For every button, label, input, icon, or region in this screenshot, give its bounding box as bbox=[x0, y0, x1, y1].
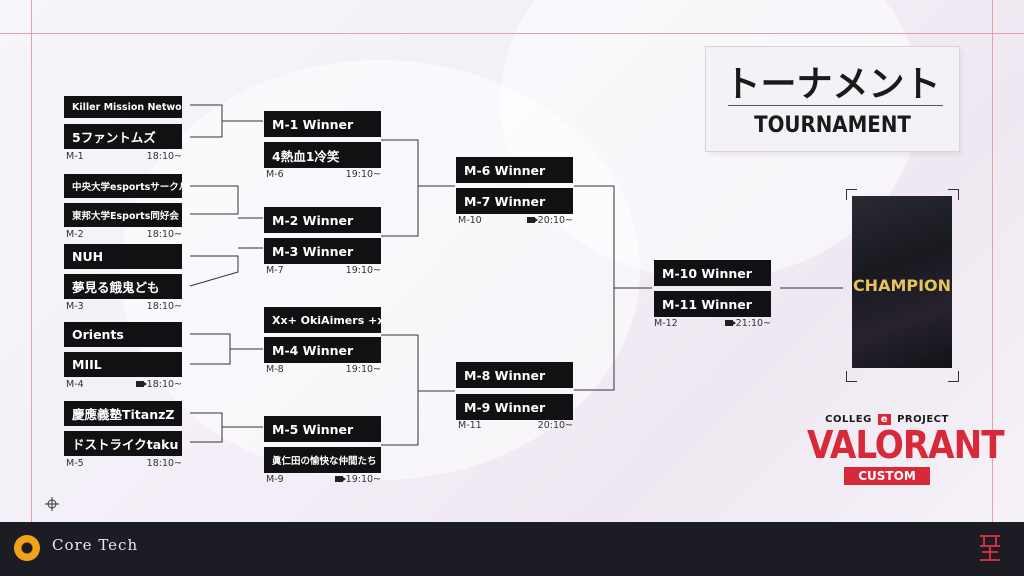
team-slot: M-11 Winner bbox=[654, 291, 771, 317]
match-id: M-7 bbox=[266, 265, 284, 276]
team-slot: Orients bbox=[64, 322, 182, 347]
camera-icon bbox=[334, 476, 346, 482]
match-time-text: 20:10~ bbox=[537, 215, 573, 226]
match-time: 20:10~ bbox=[506, 215, 573, 226]
college-project-label: COLLEG e PROJECT bbox=[807, 414, 967, 425]
team-slot: M-8 Winner bbox=[456, 362, 573, 388]
match-id: M-3 bbox=[66, 301, 84, 312]
team-slot: 中央大学esportsサークル bbox=[64, 174, 182, 198]
crest-icon bbox=[980, 535, 1000, 561]
team-slot: M-2 Winner bbox=[264, 207, 381, 233]
brand-top-right: PROJECT bbox=[897, 414, 949, 425]
team-slot: M-3 Winner bbox=[264, 238, 381, 264]
team-slot: 5ファントムズ bbox=[64, 124, 182, 149]
team-slot: ドストライクtaku bbox=[64, 431, 182, 456]
brand-top-left: COLLEG bbox=[825, 414, 872, 425]
champion-label: CHAMPION bbox=[852, 276, 952, 295]
match-id: M-5 bbox=[66, 458, 84, 469]
team-slot: M-5 Winner bbox=[264, 416, 381, 442]
team-slot: M-1 Winner bbox=[264, 111, 381, 137]
valorant-wordmark: VALORANT bbox=[807, 423, 1005, 467]
team-slot: M-7 Winner bbox=[456, 188, 573, 214]
team-slot: 眞仁田の愉快な仲間たち bbox=[264, 447, 381, 473]
team-slot: 慶應義塾TitanzZ bbox=[64, 401, 182, 426]
team-slot: 東邦大学Esports同好会 bbox=[64, 203, 182, 227]
camera-icon bbox=[724, 320, 736, 326]
champion-corner bbox=[948, 189, 959, 200]
match-time: 18:10~ bbox=[120, 379, 182, 390]
match-id: M-10 bbox=[458, 215, 482, 226]
team-slot: 夢見る餓鬼ども bbox=[64, 274, 182, 299]
team-slot: M-6 Winner bbox=[456, 157, 573, 183]
match-time: 20:10~ bbox=[537, 420, 573, 431]
team-slot: Xx+ OkiAimers +xX bbox=[264, 307, 381, 333]
frame-line-top bbox=[0, 33, 1024, 34]
team-slot: MIIL bbox=[64, 352, 182, 377]
custom-badge: CUSTOM bbox=[844, 467, 930, 485]
match-time: 19:10~ bbox=[345, 169, 381, 180]
title-jp: トーナメント bbox=[724, 64, 941, 105]
match-id: M-8 bbox=[266, 364, 284, 375]
core-tech-logo-icon bbox=[14, 535, 40, 561]
team-slot: Killer Mission Network bbox=[64, 96, 182, 118]
champion-corner bbox=[846, 371, 857, 382]
camera-icon bbox=[526, 217, 538, 223]
footer-logo-text: Core Tech bbox=[52, 536, 139, 554]
champion-card: CHAMPION bbox=[852, 196, 952, 368]
match-time-text: 19:10~ bbox=[345, 474, 381, 485]
match-time: 19:10~ bbox=[345, 364, 381, 375]
team-slot: 4熱血1冷笑 bbox=[264, 142, 381, 168]
match-time: 19:10~ bbox=[345, 265, 381, 276]
match-id: M-4 bbox=[66, 379, 84, 390]
match-time-text: 21:10~ bbox=[735, 318, 771, 329]
match-id: M-6 bbox=[266, 169, 284, 180]
frame-line-right bbox=[992, 0, 993, 522]
match-time: 18:10~ bbox=[146, 229, 182, 240]
footer-bar: Core Tech bbox=[0, 522, 1024, 576]
match-id: M-9 bbox=[266, 474, 284, 485]
bracket-lines bbox=[189, 104, 843, 446]
champion-corner bbox=[948, 371, 959, 382]
team-slot: NUH bbox=[64, 244, 182, 269]
crosshair-icon bbox=[45, 497, 59, 511]
match-time: 19:10~ bbox=[314, 474, 381, 485]
match-time: 18:10~ bbox=[146, 458, 182, 469]
match-id: M-12 bbox=[654, 318, 678, 329]
title-en: TOURNAMENT bbox=[754, 113, 911, 138]
title-card: トーナメント TOURNAMENT bbox=[706, 47, 959, 151]
camera-icon bbox=[135, 381, 147, 387]
match-time: 18:10~ bbox=[146, 151, 182, 162]
title-divider bbox=[728, 105, 943, 106]
e-logo-icon: e bbox=[877, 414, 892, 425]
match-time: 21:10~ bbox=[704, 318, 771, 329]
match-id: M-1 bbox=[66, 151, 84, 162]
match-id: M-11 bbox=[458, 420, 482, 431]
match-time: 18:10~ bbox=[146, 301, 182, 312]
team-slot: M-4 Winner bbox=[264, 337, 381, 363]
match-time-text: 18:10~ bbox=[146, 379, 182, 390]
champion-corner bbox=[846, 189, 857, 200]
valorant-logo: COLLEG e PROJECT VALORANT CUSTOM bbox=[807, 414, 1005, 485]
team-slot: M-10 Winner bbox=[654, 260, 771, 286]
match-id: M-2 bbox=[66, 229, 84, 240]
frame-line-left bbox=[31, 0, 32, 522]
team-slot: M-9 Winner bbox=[456, 394, 573, 420]
